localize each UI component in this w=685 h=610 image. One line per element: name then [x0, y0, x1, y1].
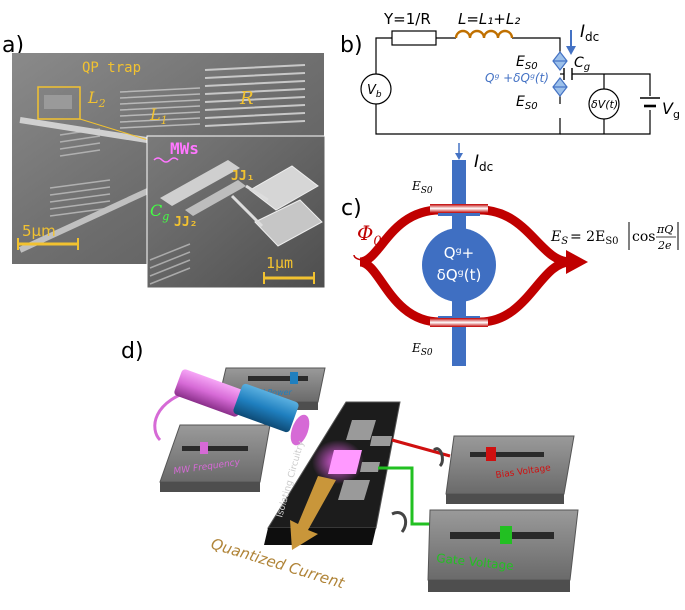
top-lead [452, 160, 466, 218]
circuit-wires [375, 37, 651, 135]
es0-c-top-label: ES0 [411, 179, 433, 196]
l2-label: L2 [87, 88, 106, 110]
svg-text:πQ: πQ [656, 223, 673, 236]
jj2-label: JJ₂ [174, 215, 197, 230]
es0-bottom-label: ES0 [516, 94, 538, 112]
panel-b-label: b) [340, 33, 363, 58]
dv-source-icon [588, 88, 620, 120]
idc-label: Idc [580, 22, 599, 44]
quantized-current-arrow-icon [290, 476, 336, 550]
panel-a-label: a) [2, 33, 24, 58]
svg-text:ES: ES [550, 229, 568, 247]
svg-text:= 2ES0: = 2ES0 [570, 229, 619, 247]
cg-circuit-label: Cg [574, 55, 590, 73]
bias-voltage-box: Bias Voltage [445, 435, 575, 504]
zoom-line [79, 118, 149, 141]
scale-bar-inset-label: 1μm [266, 254, 293, 272]
junction-bottom [430, 318, 488, 327]
cg-label: Cg [150, 201, 169, 223]
vb-source-icon [360, 73, 392, 105]
panel-b: b) Y=1/R L=L₁+L₂ Vb Idc [340, 10, 680, 135]
island-line1: Qᵍ+ [444, 244, 474, 262]
scale-bar-main-label: 5μm [22, 222, 56, 240]
dv-label: δV(t) [591, 98, 618, 111]
flux-rotation-icon [353, 254, 375, 261]
flux-arrow-icon [566, 250, 588, 274]
phi-label: Φ0 [357, 221, 382, 249]
mw-power-slider-knob[interactable] [290, 372, 298, 384]
josephson-energy-formula: ES = 2ES0 cos πQ 2e [550, 222, 679, 252]
panel-d-label: d) [121, 339, 144, 364]
es0-top-label: ES0 [516, 54, 538, 72]
panel-a: a) QP trap L2 L1 R 5μm [2, 33, 326, 289]
vg-label: Vg [662, 99, 680, 121]
bias-voltage-slider-knob[interactable] [486, 447, 496, 461]
bias-voltage-slider-track[interactable] [470, 452, 544, 457]
svg-text:cos: cos [632, 229, 655, 245]
mw-frequency-slider-track[interactable] [182, 446, 248, 451]
mws-label: MWs [170, 139, 199, 158]
inductor-symbol [454, 29, 514, 39]
inset-structures [149, 160, 323, 285]
mw-source [174, 369, 310, 446]
inductance-label: L=L₁+L₂ [458, 10, 520, 28]
qp-trap-pad [44, 95, 72, 109]
es0-c-bottom-label: ES0 [411, 341, 433, 358]
island-circle [422, 228, 496, 302]
gate-voltage-slider-knob[interactable] [500, 526, 512, 544]
qp-trap-box [37, 86, 81, 120]
r-label: R [239, 88, 254, 109]
jj1-label: JJ₁ [231, 169, 254, 184]
mw-wave-icon [153, 157, 179, 163]
gate-voltage-box: Gate Voltage [427, 509, 579, 592]
svg-text:2e: 2e [657, 239, 672, 252]
idc-c-label: Idc [474, 152, 493, 174]
resistor-symbol [391, 30, 437, 46]
mw-power-slider-track[interactable] [248, 376, 308, 381]
vb-label: Vb [367, 83, 382, 100]
l1-label: L1 [149, 105, 168, 127]
panel-c: c) Φ0 Qᵍ+ δQᵍ(t) Idc ES0 ES0 ES = 2ES0 c… [341, 143, 679, 366]
panel-d: d) MW Power MW Frequency Isolat [121, 339, 579, 593]
panel-c-label: c) [341, 196, 362, 221]
sem-lead-lower [18, 187, 152, 253]
qp-trap-label: QP trap [82, 60, 141, 76]
resistor-meander [204, 64, 306, 127]
junction-top [430, 204, 488, 213]
island-line2: δQᵍ(t) [437, 266, 482, 284]
mw-frequency-slider-knob[interactable] [200, 442, 208, 454]
mw-power-label: MW Power [250, 388, 293, 397]
charge-label: Qᵍ +δQᵍ(t) [485, 71, 549, 85]
junction-diamonds [552, 51, 568, 97]
inductor-l1-meander [119, 87, 201, 129]
mw-frequency-box: MW Frequency [159, 424, 271, 492]
chip-device [328, 420, 392, 500]
admittance-label: Y=1/R [383, 10, 431, 28]
